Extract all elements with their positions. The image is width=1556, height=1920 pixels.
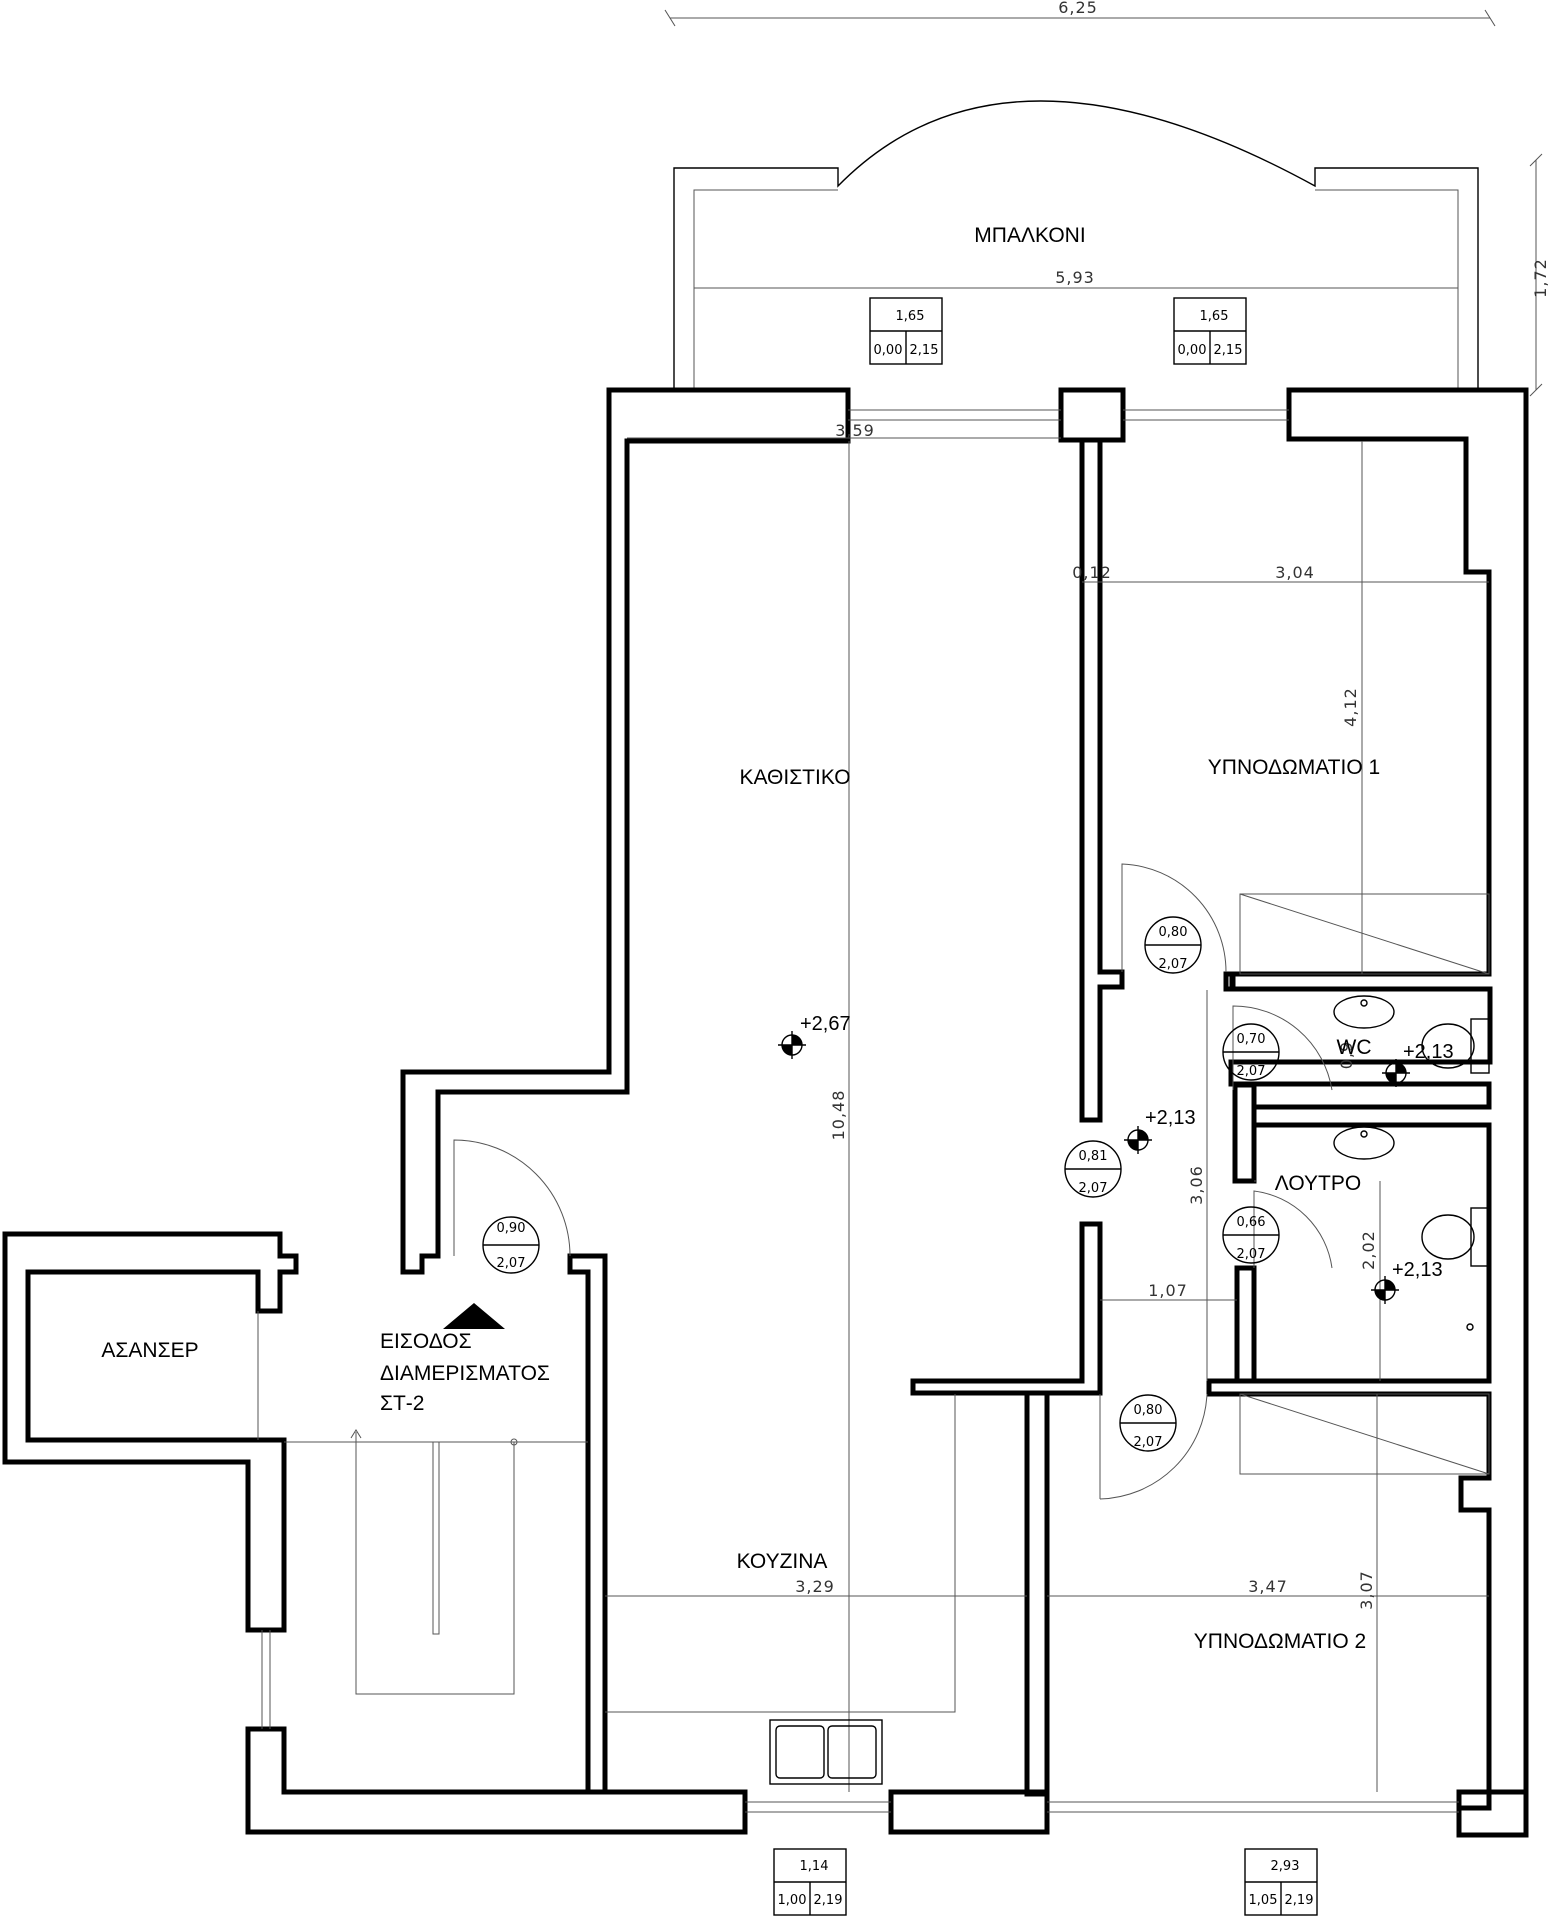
- bedroom1-width-label: 3,04: [1275, 563, 1315, 582]
- living-width-label: 3,59: [835, 421, 875, 440]
- entrance-label-line3: ΣΤ-2: [380, 1392, 424, 1415]
- overall-width-dimension: 6,25: [664, 0, 1496, 27]
- wc-fixtures: [1333, 995, 1490, 1331]
- bath-label: ΛΟΥΤΡΟ: [1275, 1172, 1361, 1195]
- door-tag: 0,90 2,07: [482, 1216, 540, 1274]
- wall-thickness-label: 0,12: [1072, 563, 1112, 582]
- openings: [745, 409, 1459, 1813]
- door-tag: 0,66 2,07: [1222, 1206, 1280, 1264]
- stairwell: [284, 1429, 588, 1695]
- kitchen-sink-icon: [769, 1719, 883, 1785]
- door-width: 0,70: [1237, 1032, 1266, 1047]
- window-tag: 1,65 0,00 2,15: [869, 297, 943, 365]
- level-label: +2,13: [1392, 1259, 1443, 1281]
- level-label: +2,13: [1403, 1041, 1454, 1063]
- kitchen-width-label: 3,29: [795, 1577, 835, 1596]
- door-width: 0,80: [1159, 925, 1188, 940]
- overall-width-label: 6,25: [1058, 0, 1098, 17]
- balcony-width-label: 5,93: [1055, 268, 1095, 287]
- balcony: ΜΠΑΛΚΟΝΙ 5,93 1,72: [673, 100, 1550, 397]
- bedroom2-label: ΥΠΝΟΔΩΜΑΤΙΟ 2: [1194, 1630, 1366, 1653]
- internal-dimensions: 3,59 10,48 0,12 3,04 4,12 0,9 3,06 1,07 …: [605, 421, 1489, 1792]
- hall-length-label: 3,06: [1187, 1165, 1206, 1205]
- kitchen-counter: [605, 1394, 956, 1785]
- bedroom1-length-label: 4,12: [1341, 687, 1360, 727]
- living-room-label: ΚΑΘΙΣΤΙΚΟ: [739, 766, 850, 789]
- door-tag: 0,80 2,07: [1119, 1394, 1177, 1452]
- door-width: 0,66: [1237, 1215, 1266, 1230]
- entrance-arrow-icon: [443, 1303, 505, 1329]
- window-sill: 1,00: [778, 1893, 807, 1908]
- entrance-label-line1: ΕΙΣΟΔΟΣ: [380, 1330, 472, 1353]
- level-marker: +2,13: [1371, 1259, 1443, 1304]
- room-labels: ΚΑΘΙΣΤΙΚΟ ΥΠΝΟΔΩΜΑΤΙΟ 1 WC ΛΟΥΤΡΟ ΚΟΥΖΙΝ…: [101, 756, 1380, 1653]
- hall-width-label: 1,07: [1148, 1281, 1188, 1300]
- living-length-label: 10,48: [829, 1090, 848, 1141]
- level-marker: +2,13: [1124, 1107, 1196, 1154]
- window-width: 2,93: [1271, 1859, 1300, 1874]
- window-height: 2,15: [1214, 343, 1243, 358]
- toilet-icon: [1470, 1018, 1490, 1074]
- window-height: 2,15: [910, 343, 939, 358]
- door-height: 2,07: [1079, 1181, 1108, 1196]
- bath-length-label: 2,02: [1359, 1230, 1378, 1270]
- bedroom1-label: ΥΠΝΟΔΩΜΑΤΙΟ 1: [1208, 756, 1380, 779]
- door-width: 0,80: [1134, 1403, 1163, 1418]
- walls: [2, 387, 1529, 1838]
- window-width: 1,65: [1200, 309, 1229, 324]
- door-width: 0,81: [1079, 1149, 1108, 1164]
- window-sill: 0,00: [1178, 343, 1207, 358]
- bath-toilet-icon: [1470, 1207, 1490, 1267]
- window-tag: 1,65 0,00 2,15: [1173, 297, 1247, 365]
- window-sill: 0,00: [874, 343, 903, 358]
- door-height: 2,07: [1134, 1435, 1163, 1450]
- door-height: 2,07: [497, 1256, 526, 1271]
- door-tag: 0,81 2,07: [1064, 1140, 1122, 1198]
- bedroom2-width-label: 3,47: [1248, 1577, 1288, 1596]
- window-tag: 1,14 1,00 2,19: [773, 1848, 847, 1916]
- kitchen-label: ΚΟΥΖΙΝΑ: [737, 1550, 828, 1573]
- wc-width-label: 0,9: [1337, 1041, 1356, 1069]
- bedroom2-length-label: 3,07: [1357, 1570, 1376, 1610]
- door-height: 2,07: [1237, 1247, 1266, 1262]
- level-marker: +2,67: [778, 1013, 851, 1059]
- bath-sink-icon: [1333, 1126, 1395, 1160]
- balcony-label: ΜΠΑΛΚΟΝΙ: [974, 224, 1085, 247]
- window-width: 1,65: [896, 309, 925, 324]
- window-sill: 1,05: [1249, 1893, 1278, 1908]
- door-height: 2,07: [1237, 1064, 1266, 1079]
- door-tag: 0,80 2,07: [1144, 916, 1202, 974]
- level-label: +2,67: [800, 1013, 851, 1035]
- sink-icon: [1333, 995, 1395, 1029]
- balcony-depth-label: 1,72: [1531, 258, 1550, 298]
- door-swings: [453, 863, 1333, 1500]
- wc-label: WC: [1337, 1036, 1372, 1059]
- window-height: 2,19: [814, 1893, 843, 1908]
- entrance-label-line2: ΔΙΑΜΕΡΙΣΜΑΤΟΣ: [380, 1362, 550, 1385]
- door-width: 0,90: [497, 1221, 526, 1236]
- door-height: 2,07: [1159, 957, 1188, 972]
- wardrobes: [1239, 893, 1490, 1475]
- window-tag: 2,93 1,05 2,19: [1244, 1848, 1318, 1916]
- elevator-label: ΑΣΑΝΣΕΡ: [101, 1339, 198, 1362]
- door-tag: 0,70 2,07: [1222, 1023, 1280, 1081]
- level-marker: +2,13: [1382, 1041, 1454, 1087]
- window-height: 2,19: [1285, 1893, 1314, 1908]
- window-width: 1,14: [800, 1859, 829, 1874]
- level-label: +2,13: [1145, 1107, 1196, 1129]
